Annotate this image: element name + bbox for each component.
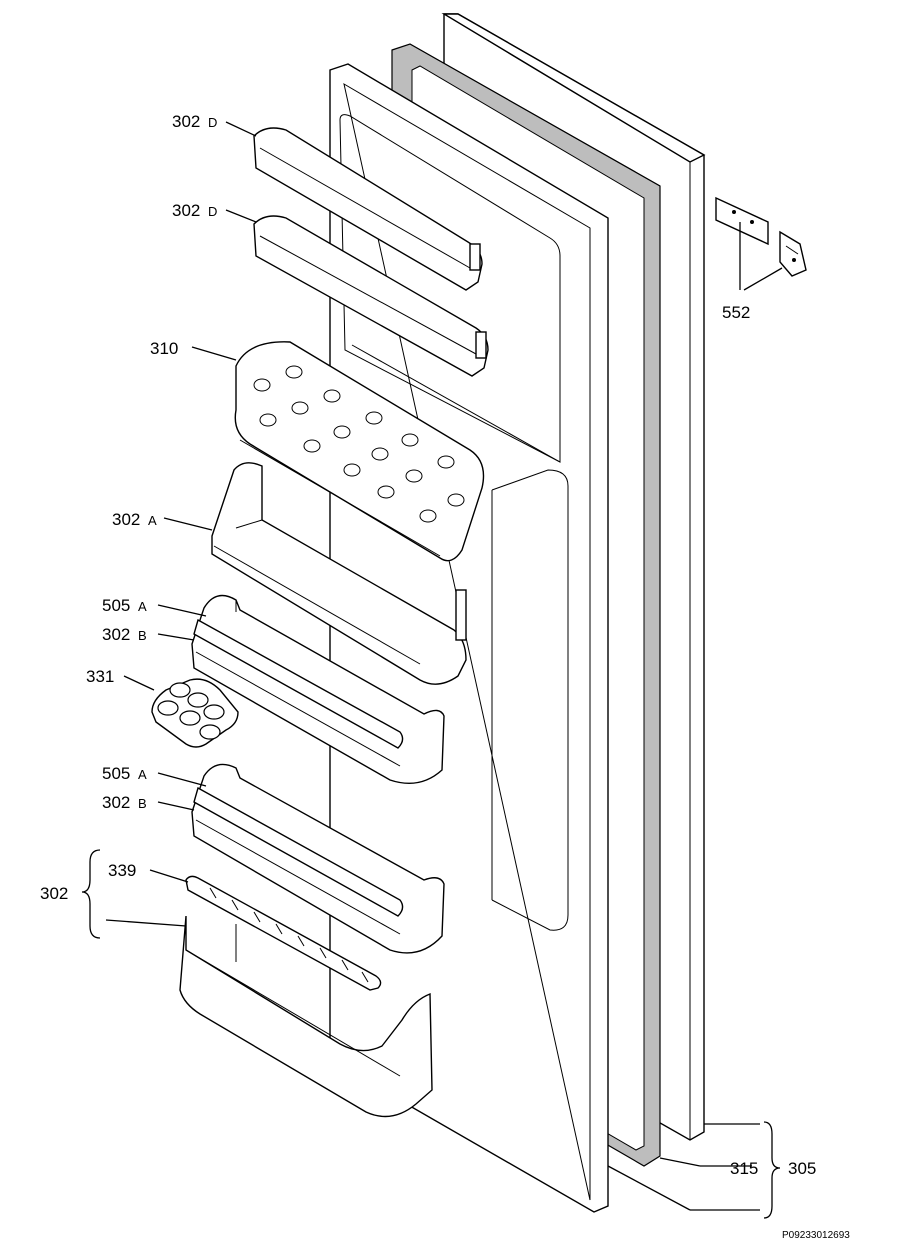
callout-302a: 302 A [112,510,157,529]
leader-lines [105,121,783,1211]
egg-tray-331 [151,678,239,748]
svg-text:302: 302 [102,625,130,644]
callout-302b-lower: 302 B [102,793,147,812]
svg-text:505: 505 [102,764,130,783]
callout-302d-top: 302 D [172,112,217,131]
shelf-302b-lower [191,763,445,954]
svg-text:A: A [148,513,157,528]
svg-text:302: 302 [172,112,200,131]
callout-505a-upper: 505 A [102,596,147,615]
egg-cover-310 [234,341,485,562]
svg-text:A: A [138,599,147,614]
egg-cover-vents [253,365,465,523]
svg-text:D: D [208,204,217,219]
drawing-code: P09233012693 [782,1230,850,1241]
callout-315: 315 [730,1159,758,1178]
bottom-shelf [179,915,433,1118]
callout-302d-second: 302 D [172,201,217,220]
callout-505a-lower: 505 A [102,764,147,783]
svg-text:505: 505 [102,596,130,615]
svg-text:A: A [138,767,147,782]
svg-text:D: D [208,115,217,130]
svg-text:302: 302 [102,793,130,812]
shelf-302d-second [253,215,489,377]
svg-text:B: B [138,796,147,811]
callout-552: 552 [722,303,750,322]
svg-text:302: 302 [112,510,140,529]
svg-text:B: B [138,628,147,643]
svg-text:302: 302 [172,201,200,220]
shelf-302b-upper [191,594,445,784]
callout-305: 305 [788,1159,816,1178]
brace-305 [763,1121,781,1219]
hinge-552 [715,196,807,277]
brace-302 [81,849,101,939]
callout-331: 331 [86,667,114,686]
shelf-302a [211,462,467,685]
bottle-holder-339 [185,875,382,991]
callout-339: 339 [108,861,136,880]
callout-302b-upper: 302 B [102,625,147,644]
shelf-302d-top [253,127,483,291]
callout-302: 302 [40,884,68,903]
callout-310: 310 [150,339,178,358]
